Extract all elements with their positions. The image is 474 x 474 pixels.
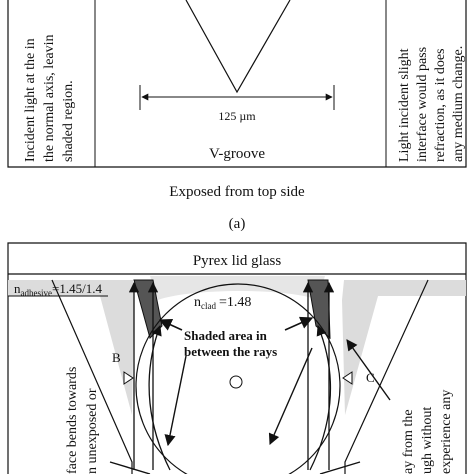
- groove-right-wall: [344, 279, 429, 474]
- adhesive-top-fill: [150, 276, 325, 300]
- marker-right: [342, 371, 353, 385]
- annotation-arrow-bottom-right: [319, 461, 361, 474]
- pointer-to-right-shade: [284, 316, 314, 331]
- left-text-line-1: Incident light at the in: [23, 38, 38, 162]
- right-side-text: Light incident slight interface would pa…: [397, 46, 466, 162]
- clad-index-label: nclad=1.48: [194, 295, 251, 311]
- ray-left-curved: [148, 325, 171, 471]
- adhesive-right-fill: [342, 280, 466, 415]
- left-side-text: Incident light at the in the normal axis…: [23, 34, 76, 162]
- bottom-left-line-1: face bends towards: [65, 367, 80, 474]
- fiber-cladding-circle: [135, 283, 341, 474]
- panel-a-frame: [7, 0, 467, 168]
- clad-symbol: n: [194, 295, 201, 310]
- bottom-right-vertical-text: ay from the ugh without experience any: [401, 390, 454, 474]
- shaded-label-line-2: between the rays: [184, 344, 277, 359]
- right-text-line-3: refraction, as it does: [433, 48, 448, 162]
- annotation-arrow-center: [268, 347, 313, 446]
- lid-glass-label: Pyrex lid glass: [193, 253, 281, 269]
- groove-left-wall: [51, 279, 133, 474]
- adhesive-symbol: n: [14, 281, 21, 296]
- adhesive-subscript: adhesive: [21, 288, 53, 298]
- clad-value: =1.48: [219, 295, 251, 310]
- bottom-left-vertical-text: face bends towards n unexposed or: [65, 367, 100, 474]
- bottom-right-line-1: ay from the: [401, 409, 416, 474]
- ray-right-curved: [309, 325, 332, 471]
- annotation-arrow-left: [164, 355, 187, 447]
- shaded-label-line-1: Shaded area in: [184, 328, 268, 343]
- left-text-line-3: shaded region.: [61, 80, 76, 162]
- v-groove-label: V-groove: [209, 146, 265, 162]
- shaded-sliver-right: [307, 279, 331, 340]
- pointer-to-left-shade: [158, 318, 183, 331]
- fiber-core: [229, 375, 243, 389]
- clad-subscript: clad: [201, 301, 216, 311]
- panel-b-frame: [7, 242, 467, 474]
- left-text-line-2: the normal axis, leavin: [42, 34, 57, 162]
- adhesive-index-label: nadhesive=1.45/1.4: [14, 281, 102, 298]
- label-b: B: [112, 350, 121, 365]
- bottom-right-line-2: ugh without: [420, 407, 435, 474]
- panel-a: 125 µm V-groove Incident light at the in…: [7, 0, 467, 232]
- adhesive-left-fill: [8, 280, 134, 415]
- panel-b: Pyrex lid glass: [7, 242, 467, 474]
- label-c: C: [366, 370, 375, 385]
- bottom-right-line-3: experience any: [439, 390, 454, 474]
- right-text-line-2: interface would pass: [415, 47, 430, 162]
- annotation-arrow-bottom-left: [109, 461, 151, 474]
- v-groove-shape: [185, 0, 291, 94]
- bottom-left-line-2: n unexposed or: [85, 388, 100, 474]
- right-text-line-1: Light incident slight: [397, 48, 412, 162]
- marker-left: [123, 371, 134, 385]
- dimension-label: 125 µm: [218, 109, 256, 123]
- right-text-line-4: any medium change.: [451, 46, 466, 162]
- exposure-caption: Exposed from top side: [169, 184, 305, 200]
- panel-a-label: (a): [229, 216, 246, 232]
- adhesive-value: =1.45/1.4: [52, 281, 102, 296]
- annotation-arrow-right: [346, 339, 391, 401]
